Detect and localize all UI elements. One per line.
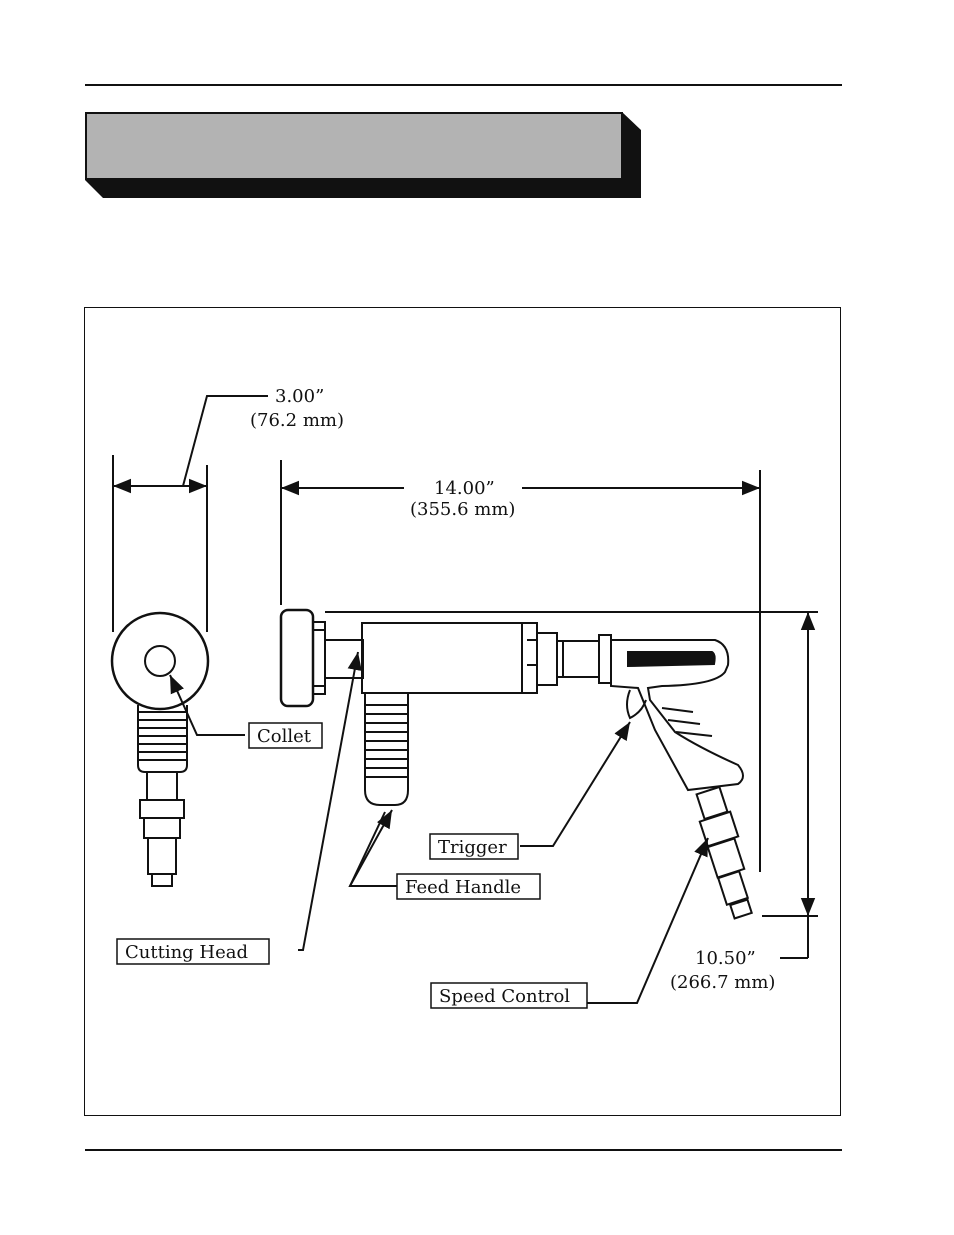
front-view — [110, 395, 268, 887]
width-mm-text: (76.2 mm) — [250, 410, 344, 431]
length-mm-text: (355.6 mm) — [410, 499, 515, 520]
collet-label: Collet — [257, 726, 312, 747]
top-rule — [85, 84, 842, 86]
feed-handle-label: Feed Handle — [405, 877, 521, 898]
bottom-rule — [85, 1149, 842, 1151]
title-banner — [85, 112, 641, 198]
length-inch-text: 14.00” — [434, 478, 495, 499]
cutting-head-label: Cutting Head — [125, 942, 248, 963]
width-inch-text: 3.00” — [275, 386, 324, 407]
side-view — [279, 460, 818, 1004]
trigger-label-box — [429, 833, 519, 860]
cutting-head-label-box — [116, 938, 270, 965]
figure-frame — [84, 307, 841, 1116]
feed-handle-label-box — [396, 873, 541, 900]
collet-hole — [144, 645, 176, 677]
front-disc — [110, 611, 210, 711]
banner-face — [85, 112, 623, 180]
height-mm-text: (266.7 mm) — [670, 972, 775, 993]
speed-control-label-box — [430, 982, 588, 1009]
trigger-label: Trigger — [438, 837, 507, 858]
collet-label-box — [248, 722, 323, 749]
banner-shadow — [85, 112, 641, 198]
height-inch-text: 10.50” — [695, 948, 756, 969]
speed-control-label: Speed Control — [439, 986, 570, 1007]
